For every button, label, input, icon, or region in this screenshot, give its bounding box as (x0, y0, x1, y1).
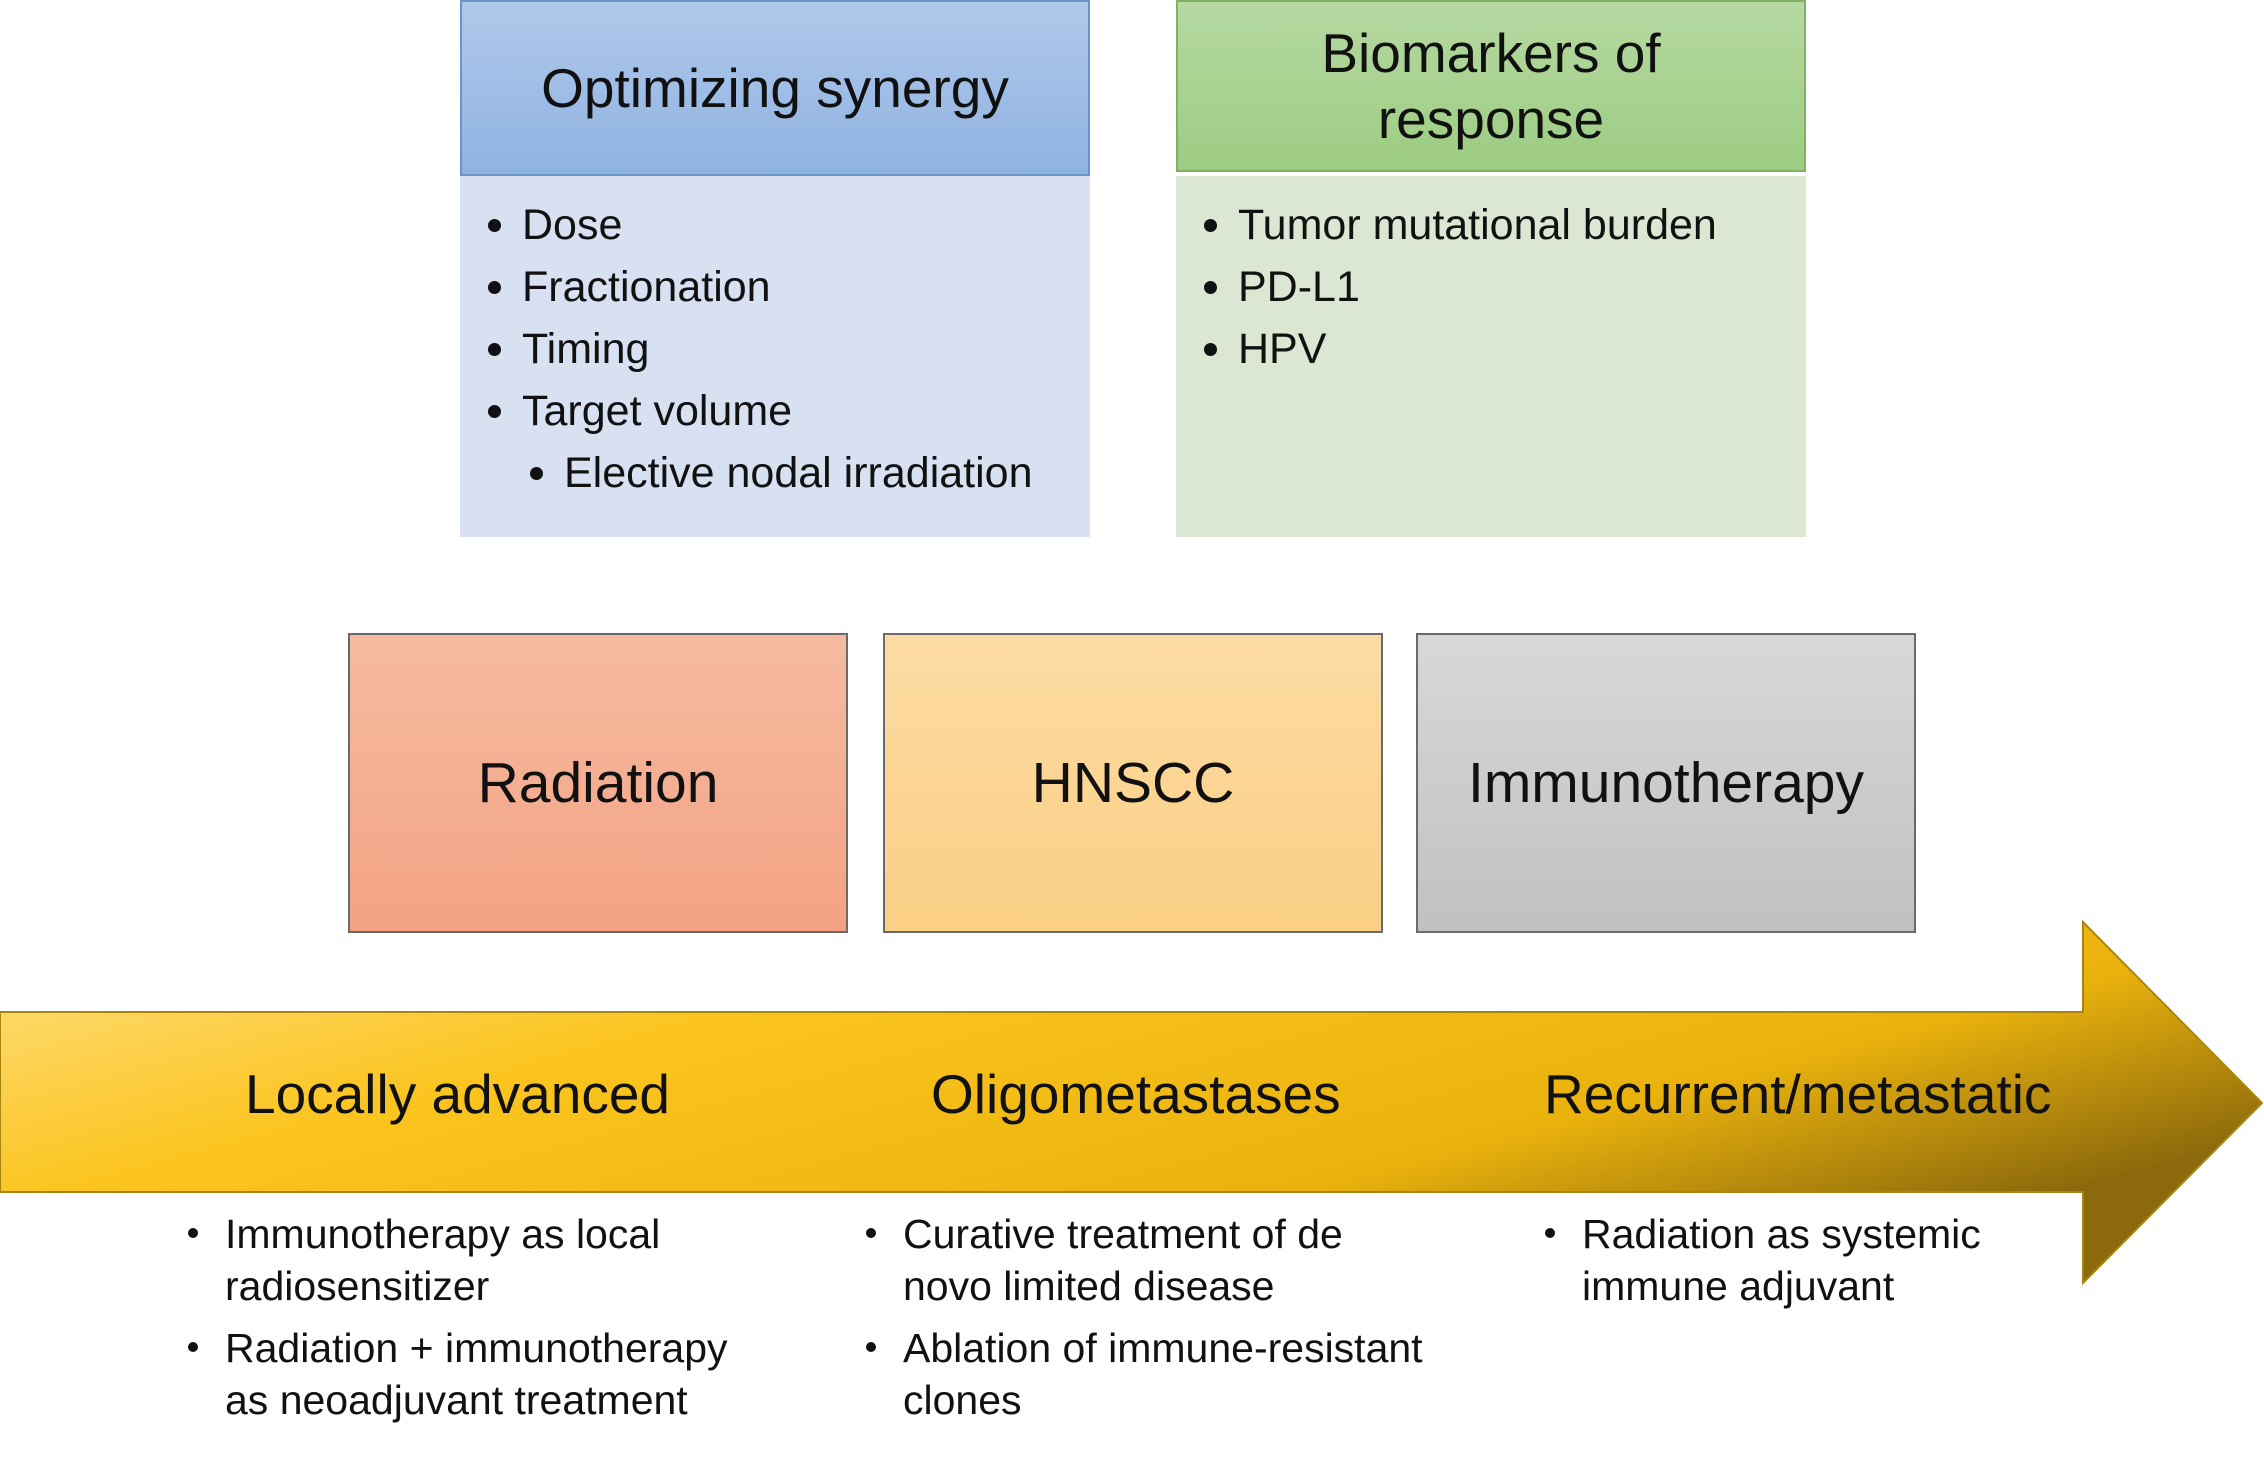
hnscc-box: HNSCC (883, 633, 1383, 933)
recurrent-metastatic-item: Radiation as systemic immune adjuvant (1542, 1208, 2102, 1312)
biomarkers-box: Biomarkers of response Tumor mutational … (1176, 0, 1806, 537)
optimizing-synergy-list-panel: Dose Fractionation Timing Target volume … (460, 176, 1090, 537)
optimizing-synergy-box: Optimizing synergy Dose Fractionation Ti… (460, 0, 1090, 537)
hnscc-label: HNSCC (1031, 751, 1235, 815)
biomarkers-title: Biomarkers of response (1176, 0, 1806, 172)
locally-advanced-item: Immunotherapy as local radiosensitizer (185, 1208, 745, 1312)
optimizing-synergy-title: Optimizing synergy (460, 0, 1090, 176)
biomarker-item-pd-l1: PD-L1 (1196, 256, 1717, 318)
radiation-box: Radiation (348, 633, 848, 933)
synergy-item-dose: Dose (480, 194, 1033, 256)
biomarkers-list-panel: Tumor mutational burden PD-L1 HPV (1176, 176, 1806, 537)
locally-advanced-list: Immunotherapy as local radiosensitizer R… (185, 1208, 745, 1436)
stage-oligometastases: Oligometastases (931, 1063, 1341, 1125)
stage-locally-advanced: Locally advanced (245, 1063, 671, 1125)
locally-advanced-item: Radiation + immunotherapy as neoadjuvant… (185, 1322, 745, 1426)
oligometastases-item: Ablation of immune-resistant clones (863, 1322, 1423, 1426)
oligometastases-list: Curative treatment of de novo limited di… (863, 1208, 1423, 1436)
oligometastases-item: Curative treatment of de novo limited di… (863, 1208, 1423, 1312)
optimizing-synergy-list: Dose Fractionation Timing Target volume … (480, 194, 1033, 504)
radiation-label: Radiation (477, 751, 719, 815)
biomarker-item-tmb: Tumor mutational burden (1196, 194, 1717, 256)
recurrent-metastatic-list: Radiation as systemic immune adjuvant (1542, 1208, 2102, 1322)
immunotherapy-box: Immunotherapy (1416, 633, 1916, 933)
synergy-item-fractionation: Fractionation (480, 256, 1033, 318)
immunotherapy-label: Immunotherapy (1467, 751, 1865, 815)
synergy-item-target-volume: Target volume (480, 380, 1033, 442)
biomarker-item-hpv: HPV (1196, 318, 1717, 380)
stage-recurrent-metastatic: Recurrent/metastatic (1544, 1063, 2052, 1125)
biomarkers-list: Tumor mutational burden PD-L1 HPV (1196, 194, 1717, 380)
synergy-item-timing: Timing (480, 318, 1033, 380)
synergy-subitem-elective-nodal-irradiation: Elective nodal irradiation (522, 442, 1033, 504)
timeline-arrow-shape (0, 919, 2264, 1286)
